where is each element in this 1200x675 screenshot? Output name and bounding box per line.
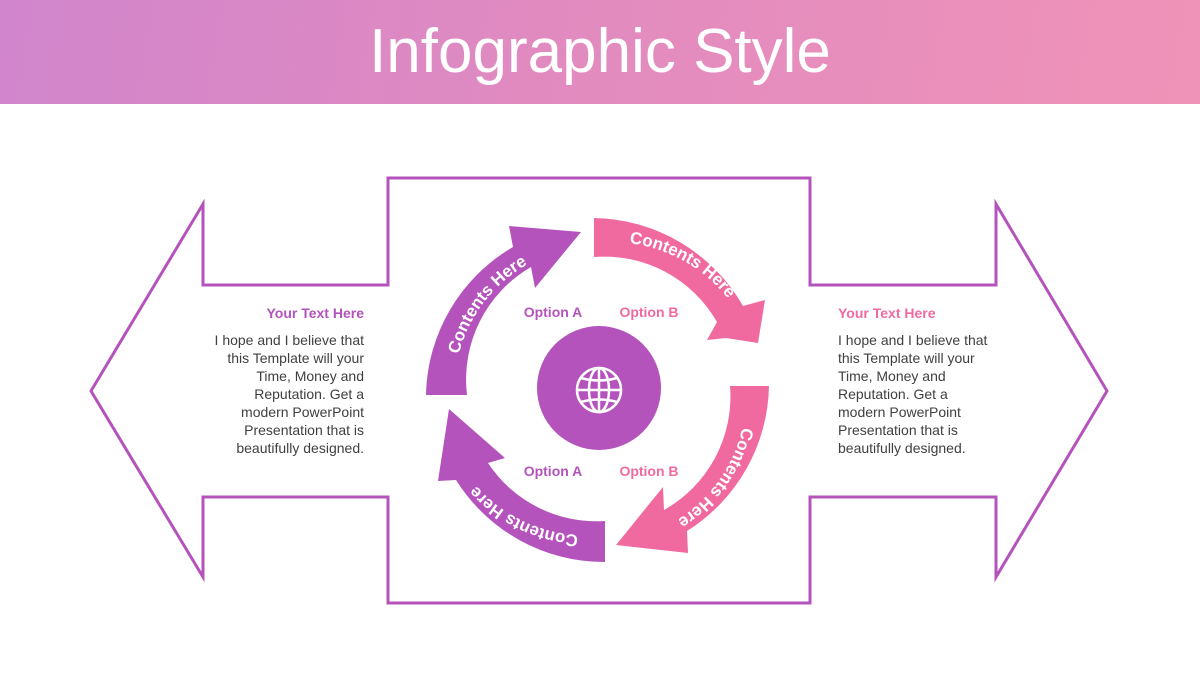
option-label-top-left: Option A <box>524 304 583 320</box>
cycle-arrow-bottom-left <box>438 409 605 563</box>
title-banner <box>0 0 1200 104</box>
option-label-bottom-left: Option A <box>524 463 583 479</box>
option-label-bottom-right: Option B <box>619 463 678 479</box>
cycle-arrow-top-left <box>426 226 581 395</box>
cycle-arrow-bottom-right <box>616 386 769 553</box>
arrow-label-bottom-right: Contents Here <box>675 426 757 532</box>
left-body-text: I hope and I believe that this Template … <box>214 332 364 456</box>
right-body-text: I hope and I believe that this Template … <box>838 332 988 456</box>
cycle-arrow-top-right <box>594 218 765 343</box>
option-label-top-right: Option B <box>619 304 678 320</box>
globe-icon <box>575 366 623 414</box>
double-arrow-outline <box>89 176 1109 605</box>
arrow-label-top-right: Contents Here <box>629 228 740 301</box>
left-heading: Your Text Here <box>266 305 364 321</box>
right-text-block: Your Text Here I hope and I believe that… <box>838 305 988 457</box>
left-text-block: Your Text Here I hope and I believe that… <box>214 305 364 457</box>
right-heading: Your Text Here <box>838 305 936 321</box>
page-title: Infographic Style <box>369 17 831 86</box>
